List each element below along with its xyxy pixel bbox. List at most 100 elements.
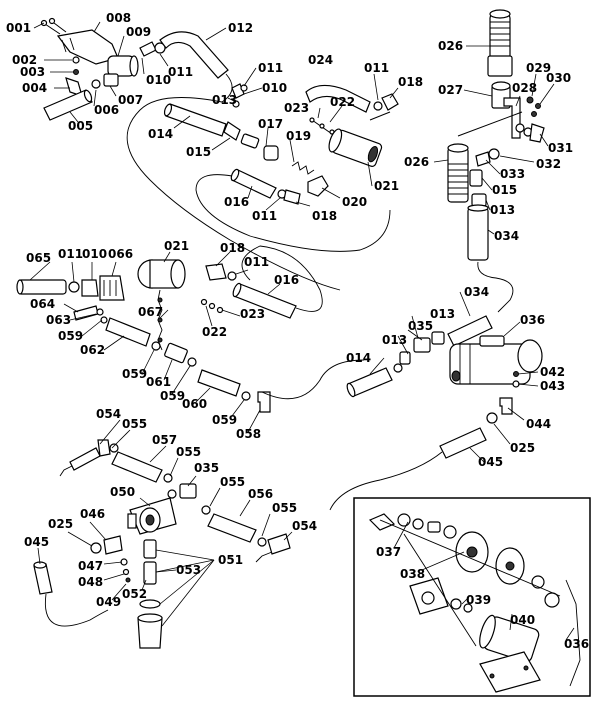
label-052: 052 [122, 587, 147, 601]
label-027: 027 [438, 83, 463, 97]
label-053: 053 [176, 563, 201, 577]
label-022: 022 [330, 95, 355, 109]
label-013: 013 [382, 333, 407, 347]
label-013: 013 [430, 307, 455, 321]
bottom-left-assembly [33, 439, 291, 649]
label-047: 047 [78, 559, 103, 573]
label-021: 021 [164, 239, 189, 253]
label-016: 016 [224, 195, 249, 209]
label-022: 022 [202, 325, 227, 339]
label-045: 045 [478, 455, 503, 469]
label-059: 059 [160, 389, 185, 403]
middle-left-assembly [16, 259, 297, 413]
label-009: 009 [126, 25, 151, 39]
label-008: 008 [106, 11, 131, 25]
label-011: 011 [364, 61, 389, 75]
hose-065 [16, 279, 67, 295]
label-040: 040 [510, 613, 535, 627]
label-037: 037 [376, 545, 401, 559]
label-058: 058 [236, 427, 261, 441]
label-018: 018 [312, 209, 337, 223]
label-012: 012 [228, 21, 253, 35]
label-004: 004 [22, 81, 47, 95]
label-029: 029 [526, 61, 551, 75]
label-033: 033 [500, 167, 525, 181]
label-055: 055 [176, 445, 201, 459]
hose-016-mid [232, 282, 297, 319]
label-066: 066 [108, 247, 133, 261]
hose-062 [105, 317, 151, 347]
label-059: 059 [58, 329, 83, 343]
label-056: 056 [248, 487, 273, 501]
label-055: 055 [122, 417, 147, 431]
hose-014-top [163, 103, 227, 137]
valve-021-top [305, 84, 399, 167]
label-060: 060 [182, 397, 207, 411]
label-018: 018 [220, 241, 245, 255]
label-011: 011 [252, 209, 277, 223]
label-015: 015 [186, 145, 211, 159]
label-031: 031 [548, 141, 573, 155]
label-019: 019 [286, 129, 311, 143]
label-044: 044 [526, 417, 551, 431]
label-051: 051 [218, 553, 243, 567]
label-025: 025 [510, 441, 535, 455]
label-048: 048 [78, 575, 103, 589]
label-063: 063 [46, 313, 71, 327]
label-035: 035 [408, 319, 433, 333]
label-064: 064 [30, 297, 55, 311]
top-middle-assembly [163, 83, 391, 252]
label-010: 010 [262, 81, 287, 95]
right-top-assembly [447, 9, 545, 313]
label-015: 015 [492, 183, 517, 197]
label-020: 020 [342, 195, 367, 209]
label-014: 014 [346, 351, 371, 365]
hose-060 [197, 369, 241, 397]
label-034: 034 [494, 229, 519, 243]
label-042: 042 [540, 365, 565, 379]
label-054: 054 [292, 519, 317, 533]
label-026: 026 [438, 39, 463, 53]
label-026: 026 [404, 155, 429, 169]
label-001: 001 [6, 21, 31, 35]
label-011: 011 [58, 247, 83, 261]
label-062: 062 [80, 343, 105, 357]
label-045: 045 [24, 535, 49, 549]
label-038: 038 [400, 567, 425, 581]
label-003: 003 [20, 65, 45, 79]
label-011: 011 [168, 65, 193, 79]
label-055: 055 [272, 501, 297, 515]
label-046: 046 [80, 507, 105, 521]
label-013: 013 [212, 93, 237, 107]
label-017: 017 [258, 117, 283, 131]
hose-014-mid [346, 367, 393, 398]
label-036: 036 [564, 637, 589, 651]
label-059: 059 [212, 413, 237, 427]
label-023: 023 [284, 101, 309, 115]
hose-034-right [467, 204, 489, 261]
label-049: 049 [96, 595, 121, 609]
label-032: 032 [536, 157, 561, 171]
pump-036-mid [329, 315, 543, 511]
label-067: 067 [138, 305, 163, 319]
label-002: 002 [12, 53, 37, 67]
label-006: 006 [94, 103, 119, 117]
inset-exploded-view [353, 497, 591, 697]
label-030: 030 [546, 71, 571, 85]
hose-056 [207, 513, 257, 543]
label-054: 054 [96, 407, 121, 421]
label-028: 028 [512, 81, 537, 95]
label-034: 034 [464, 285, 489, 299]
hose-057 [111, 451, 163, 483]
label-005: 005 [68, 119, 93, 133]
label-018: 018 [398, 75, 423, 89]
callout-labels: 001 008 009 010 011 012 002 003 004 006 … [6, 11, 589, 651]
label-013: 013 [490, 203, 515, 217]
hose-016-top [230, 168, 277, 199]
leader-lines [29, 21, 575, 641]
hose-005 [43, 89, 93, 121]
label-055: 055 [220, 475, 245, 489]
label-007: 007 [118, 93, 143, 107]
label-050: 050 [110, 485, 135, 499]
